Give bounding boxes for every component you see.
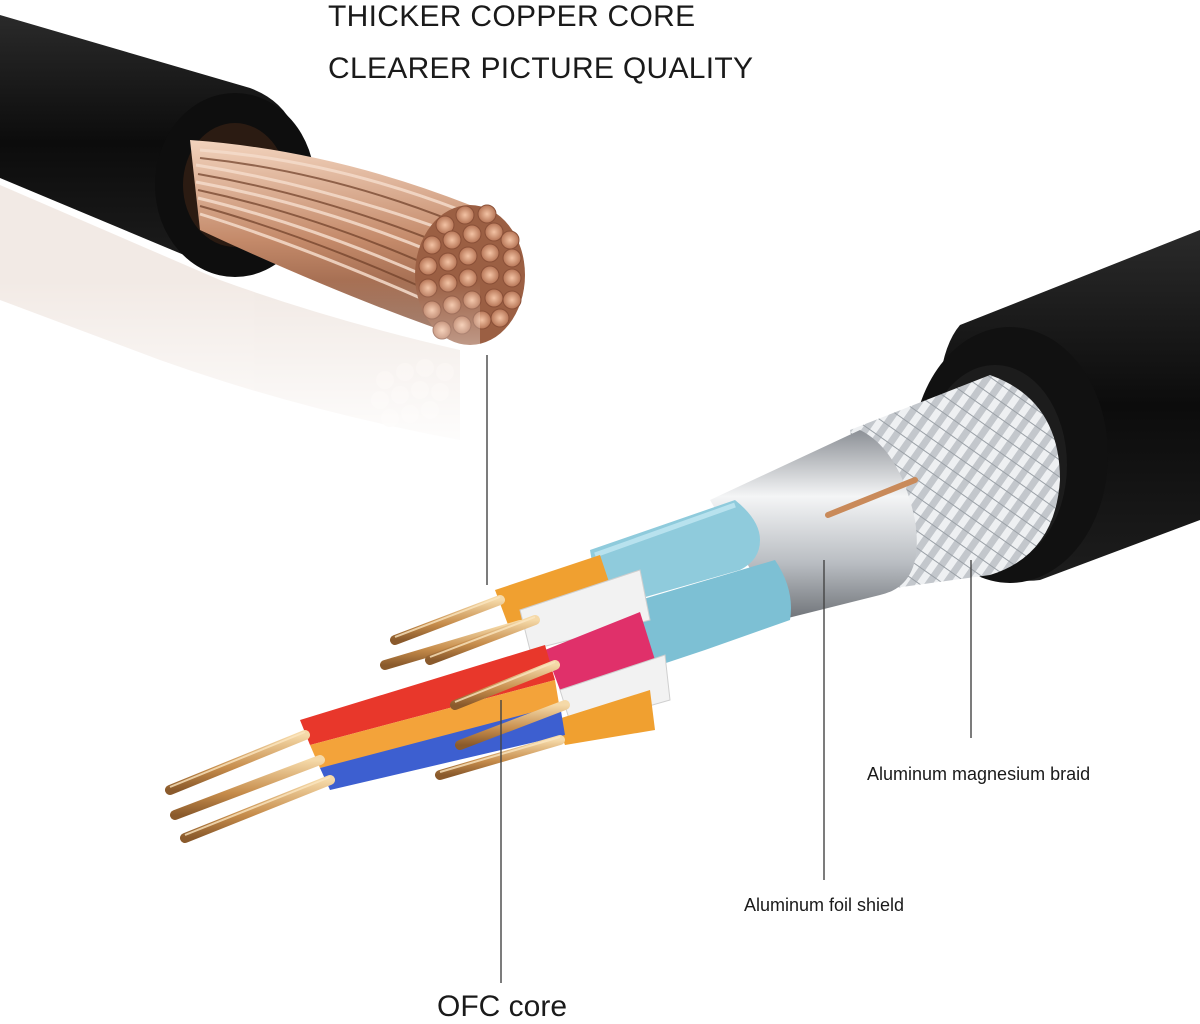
- label-ofc-core: OFC core: [437, 990, 567, 1024]
- label-foil: Aluminum foil shield: [744, 895, 904, 916]
- headline-line-1: THICKER COPPER CORE: [328, 0, 695, 34]
- label-braid: Aluminum magnesium braid: [867, 764, 1090, 785]
- headline-line-2: CLEARER PICTURE QUALITY: [328, 52, 753, 86]
